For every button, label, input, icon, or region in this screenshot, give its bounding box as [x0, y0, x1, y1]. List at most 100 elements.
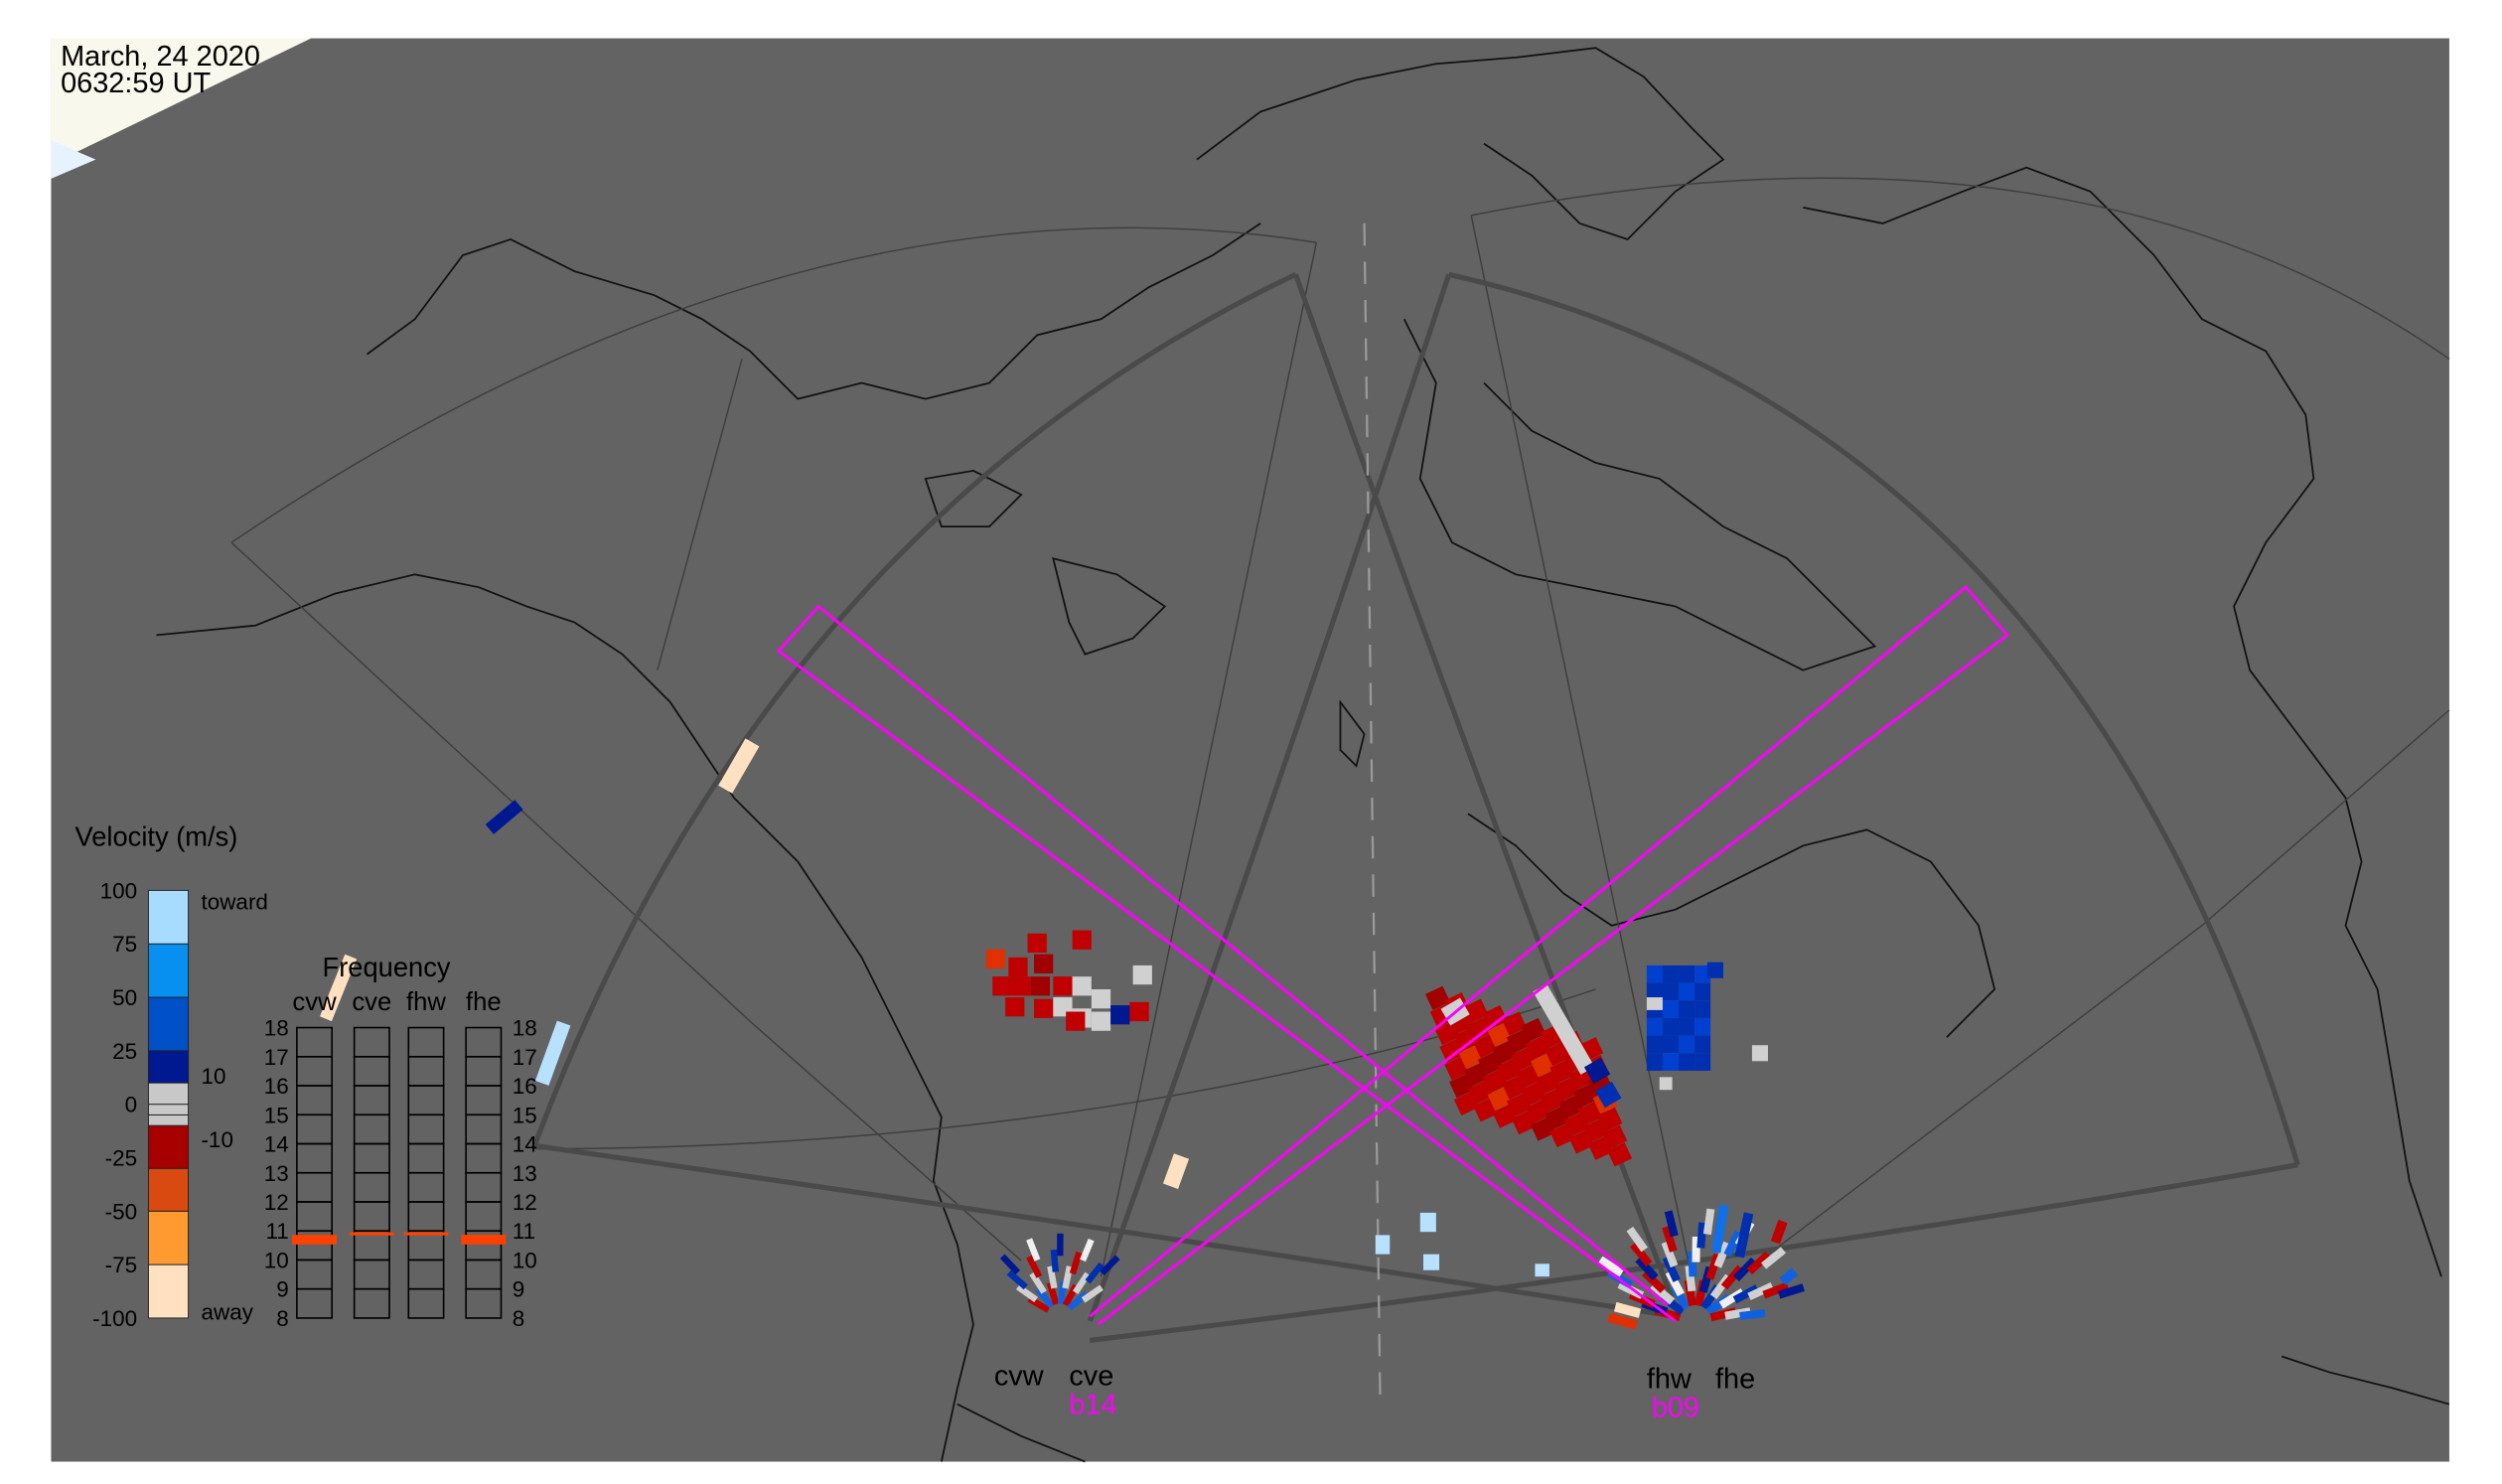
velocity-cell	[1554, 1077, 1580, 1102]
velocity-cell	[1468, 1080, 1494, 1105]
frequency-cell	[465, 1287, 503, 1319]
velocity-cell	[1439, 1038, 1465, 1063]
velocity-cells	[320, 738, 1805, 1330]
velocity-cell	[1482, 1005, 1508, 1030]
velocity-cell	[1607, 1142, 1633, 1167]
frequency-tick-right: 9	[513, 1277, 525, 1302]
velocity-cell	[1662, 1256, 1681, 1282]
velocity-cell	[1602, 1124, 1628, 1149]
velocity-cell	[1473, 1033, 1499, 1059]
velocity-cell	[1434, 1021, 1460, 1046]
colorbar-tick: -75	[105, 1253, 137, 1277]
colorbar-band	[147, 889, 190, 945]
velocity-cell	[1468, 1016, 1494, 1041]
frequency-tick-left: 15	[264, 1103, 289, 1127]
frequency-column-fhw: fhw	[406, 988, 446, 1016]
velocity-cell	[1746, 1251, 1771, 1275]
radar-label-cvw: cvw	[994, 1360, 1044, 1392]
velocity-cell	[1506, 1029, 1532, 1054]
velocity-cell	[1091, 1011, 1111, 1031]
velocity-cell	[1646, 1017, 1663, 1036]
velocity-cell	[1702, 1208, 1715, 1236]
velocity-cell	[1035, 1286, 1055, 1309]
velocity-cell	[1664, 1210, 1679, 1238]
velocity-cell	[1734, 1212, 1754, 1259]
velocity-cell	[1583, 1057, 1611, 1085]
colorbar	[147, 889, 190, 1319]
velocity-cell	[1129, 1001, 1149, 1022]
colorbar-tick: -50	[105, 1199, 137, 1224]
velocity-cell	[1578, 1101, 1604, 1125]
velocity-cell	[1034, 998, 1054, 1018]
velocity-cell	[1531, 1053, 1555, 1078]
frequency-tick-left: 8	[276, 1306, 289, 1331]
velocity-cell	[1662, 1035, 1680, 1054]
velocity-cell	[1662, 982, 1680, 1001]
velocity-cell	[1540, 1088, 1565, 1113]
colorbar-tick: 75	[112, 932, 137, 957]
velocity-cell	[1506, 1093, 1532, 1117]
velocity-cell	[1502, 1075, 1528, 1100]
colorbar-band	[147, 1210, 190, 1265]
velocity-cell	[1587, 1135, 1613, 1160]
frequency-tick-left: 10	[264, 1248, 289, 1272]
velocity-cell	[999, 1254, 1021, 1275]
velocity-cell	[1375, 1235, 1391, 1255]
colorbar-tick: 0	[125, 1093, 138, 1117]
velocity-cell	[1069, 1251, 1083, 1275]
pos10-label: 10	[201, 1064, 225, 1089]
velocity-cell	[1030, 976, 1051, 996]
colorbar-band	[147, 1050, 190, 1084]
velocity-cell	[1598, 1256, 1624, 1277]
velocity-cell	[1732, 1284, 1760, 1304]
velocity-cell	[1762, 1281, 1790, 1299]
velocity-cell	[1081, 1284, 1104, 1303]
velocity-cell	[1662, 1225, 1678, 1253]
velocity-cell	[1463, 998, 1489, 1023]
velocity-cell	[1626, 1226, 1648, 1253]
time-label: 0632:59 UT	[61, 68, 211, 99]
colorbar-tick: -25	[105, 1146, 137, 1171]
date-label: March, 24 2020	[61, 41, 260, 73]
colorbar-tick: 100	[100, 878, 138, 903]
velocity-cell	[1747, 1282, 1774, 1301]
velocity-cell	[1516, 1064, 1542, 1089]
velocity-cell	[1778, 1283, 1805, 1299]
velocity-cell	[1072, 930, 1092, 950]
velocity-cell	[1545, 1041, 1570, 1067]
frequency-tick-left: 11	[265, 1219, 288, 1244]
frequency-column-cvw: cvw	[292, 988, 337, 1016]
velocity-cell	[1073, 1271, 1091, 1294]
velocity-cell	[1492, 1040, 1518, 1065]
frequency-title: Frequency	[323, 952, 451, 982]
velocity-cell	[1533, 983, 1595, 1075]
velocity-cell	[1008, 957, 1028, 977]
velocity-cell	[1718, 1288, 1745, 1309]
velocity-cell	[1072, 976, 1092, 996]
velocity-cell	[1419, 1212, 1436, 1233]
velocity-cell	[1463, 1062, 1489, 1088]
velocity-cell	[1646, 1053, 1663, 1071]
velocity-cell	[1046, 1281, 1060, 1305]
velocity-cell	[1694, 1035, 1711, 1054]
frequency-indicator	[461, 1235, 507, 1245]
velocity-cell	[1006, 1269, 1028, 1290]
frequency-cell	[296, 1287, 333, 1319]
velocity-cell	[1694, 1053, 1711, 1071]
frequency-tick-left: 12	[264, 1190, 289, 1215]
velocity-cell	[1549, 1059, 1575, 1084]
map-background	[51, 38, 2449, 1462]
velocity-cell	[1659, 1077, 1673, 1091]
velocity-cell	[1132, 965, 1152, 985]
velocity-cell	[1535, 1070, 1560, 1096]
velocity-cell	[1029, 1271, 1047, 1294]
velocity-cell	[1477, 1051, 1503, 1076]
frequency-tick-left: 17	[264, 1045, 289, 1070]
velocity-cell	[1545, 1106, 1570, 1130]
colorbar-tick: -100	[92, 1306, 137, 1331]
velocity-cell	[1597, 1107, 1623, 1132]
velocity-cell	[1662, 1000, 1680, 1018]
velocity-cell	[1630, 1242, 1653, 1267]
frequency-tick-right: 10	[513, 1248, 537, 1272]
velocity-cell	[1110, 1005, 1130, 1025]
